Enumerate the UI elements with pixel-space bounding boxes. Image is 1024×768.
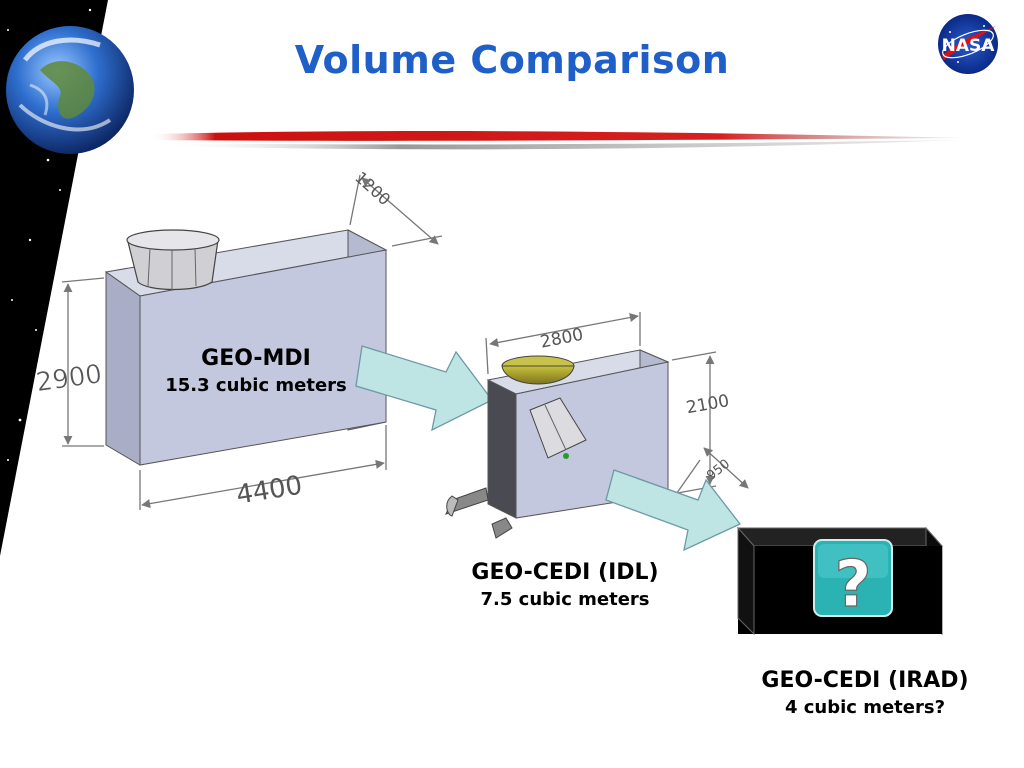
question-mark-icon: ? [813,539,893,623]
geo-mdi-label: GEO-MDI 15.3 cubic meters [146,346,366,396]
svg-text:?: ? [834,548,871,622]
geo-mdi-width-dim: 4400 [234,471,304,511]
earth-image [6,26,134,154]
geo-cedi-idl-height-dim: 2100 [685,391,731,418]
geo-mdi-height-dim: 2900 [34,359,104,398]
title-swoosh [150,131,965,150]
geo-mdi-dimensions [61,174,443,510]
arrow-mdi-to-idl [355,345,493,432]
geo-cedi-irad-volume: 4 cubic meters? [784,697,946,718]
geo-mdi-volume: 15.3 cubic meters [165,375,347,396]
nasa-logo-text: NASA [942,36,996,56]
slide-title: Volume Comparison [294,38,730,82]
geo-cedi-idl-dimensions [485,312,749,501]
geo-mdi-box [104,229,388,466]
geo-cedi-idl-depth-dim: 950 [704,457,733,484]
geo-cedi-irad-name: GEO-CEDI (IRAD) [761,668,969,693]
geo-cedi-idl-width-dim: 2800 [539,325,585,353]
nasa-logo: NASA [938,14,998,74]
geo-cedi-idl-volume: 7.5 cubic meters [480,589,650,610]
geo-cedi-irad-label: GEO-CEDI (IRAD) 4 cubic meters? [740,668,990,718]
geo-cedi-idl-label: GEO-CEDI (IDL) 7.5 cubic meters [440,560,690,610]
geo-mdi-name: GEO-MDI [201,346,311,371]
arrow-idl-to-irad [605,469,742,552]
geo-cedi-idl-name: GEO-CEDI (IDL) [471,560,659,585]
